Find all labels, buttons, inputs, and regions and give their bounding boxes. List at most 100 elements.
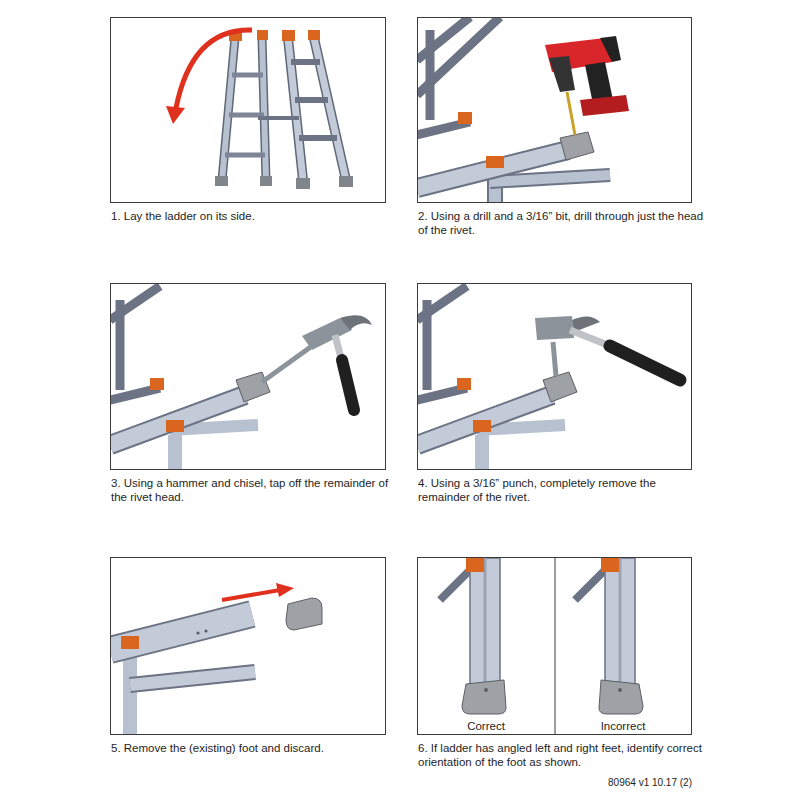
chisel (262, 346, 312, 382)
ladder-rail (418, 150, 568, 188)
connector-cap (121, 636, 139, 649)
ladder-foot (339, 176, 353, 187)
hinge (457, 378, 471, 390)
ladder-rail (130, 672, 255, 685)
ladder-foot (236, 372, 270, 402)
leg-correct (484, 558, 487, 685)
hammer (610, 346, 680, 380)
leg-incorrect (619, 558, 622, 685)
ladder-foot (296, 178, 310, 189)
pull-arrow (276, 583, 294, 597)
turn-arrow (176, 30, 252, 108)
step-panel: 2. Using a drill and a 3/16” bit, drill … (417, 17, 692, 203)
connector-cap (473, 420, 491, 432)
leg-incorrect (618, 688, 622, 692)
orientation-label: Incorrect (601, 719, 646, 733)
leg-correct (440, 558, 506, 714)
ladder-rail (111, 395, 245, 445)
orientation-label: Correct (467, 719, 505, 733)
drill (545, 36, 629, 135)
step-caption: 1. Lay the ladder on its side. (111, 209, 399, 223)
ladder-rail (111, 395, 245, 445)
pull-arrow (222, 583, 294, 600)
step-caption: 2. Using a drill and a 3/16” bit, drill … (418, 209, 705, 237)
ladder-rails (116, 300, 125, 390)
ladder-rail (418, 150, 568, 188)
ladder-foot (286, 598, 322, 630)
leg-correct (484, 688, 488, 692)
ladder-rail (111, 614, 252, 650)
connector-cap (166, 420, 184, 432)
ladder-foot (215, 176, 353, 189)
ladder-rails (225, 153, 265, 158)
ladder-rails (222, 38, 346, 180)
leg-correct (466, 558, 484, 572)
leg-incorrect (575, 558, 643, 714)
step-panel: 1. Lay the ladder on its side. (110, 17, 386, 203)
hinge (458, 112, 472, 124)
ladder-rail (490, 175, 610, 182)
step-caption: 4. Using a 3/16” punch, completely remov… (418, 476, 705, 504)
chisel-figure (111, 286, 372, 469)
hinge (308, 30, 320, 40)
rivet-hole (196, 629, 207, 634)
post (168, 435, 182, 469)
ladder-rails (299, 135, 337, 141)
ladder-rail (111, 614, 252, 650)
leg-correct (470, 558, 500, 685)
ladder-foot (215, 176, 228, 186)
ladder-rails (262, 38, 266, 180)
hammer (340, 315, 372, 330)
ladder-rails (426, 30, 435, 120)
ladder-rail (418, 395, 552, 445)
hammer (342, 360, 354, 410)
hinge (150, 378, 164, 390)
remove-foot-figure (111, 583, 322, 734)
ladder-rails (222, 38, 235, 180)
ladder-rail (130, 672, 255, 685)
leg-incorrect (601, 558, 619, 572)
leg-correct (462, 680, 506, 714)
hammer (302, 315, 372, 410)
step-caption: 5. Remove the (existing) foot and discar… (111, 741, 399, 755)
pull-arrow (222, 590, 280, 600)
leg-incorrect (605, 558, 635, 685)
ladder-rails (418, 18, 500, 135)
drill-figure (418, 18, 629, 202)
turn-arrow (166, 106, 185, 124)
ladder-rails (291, 59, 320, 65)
drill (600, 36, 621, 62)
ladder-rails (232, 73, 263, 78)
ladder-rail (418, 395, 552, 445)
punch (553, 342, 556, 376)
ladder-rails (262, 38, 266, 180)
step-panel: 3. Using a hammer and chisel, tap off th… (110, 283, 386, 470)
ladder-rails (258, 116, 299, 120)
drill (580, 95, 629, 116)
punch-figure (418, 286, 680, 469)
ladder-foot (560, 132, 594, 160)
step-caption: 3. Using a hammer and chisel, tap off th… (111, 476, 399, 504)
turn-arrow (166, 30, 252, 124)
orientation-figure (440, 558, 643, 734)
hinge (282, 30, 295, 41)
ladder-rail (490, 175, 610, 182)
document-code: 80964 v1 10.17 (2) (608, 776, 692, 790)
ladder-foot (543, 372, 577, 402)
step-panel: 4. Using a 3/16” punch, completely remov… (417, 283, 692, 470)
rivet-hole (196, 631, 199, 634)
post (475, 435, 489, 469)
drill (567, 92, 575, 135)
hammer (535, 316, 680, 380)
step-panel: 6. If ladder has angled left and right f… (417, 557, 692, 735)
ladder-rails (222, 38, 235, 180)
ladder-rails (295, 97, 328, 103)
rivet-hole (204, 629, 207, 632)
hammer (535, 316, 574, 340)
drill (549, 56, 575, 92)
connector-cap (486, 156, 504, 168)
hinge (257, 30, 268, 40)
